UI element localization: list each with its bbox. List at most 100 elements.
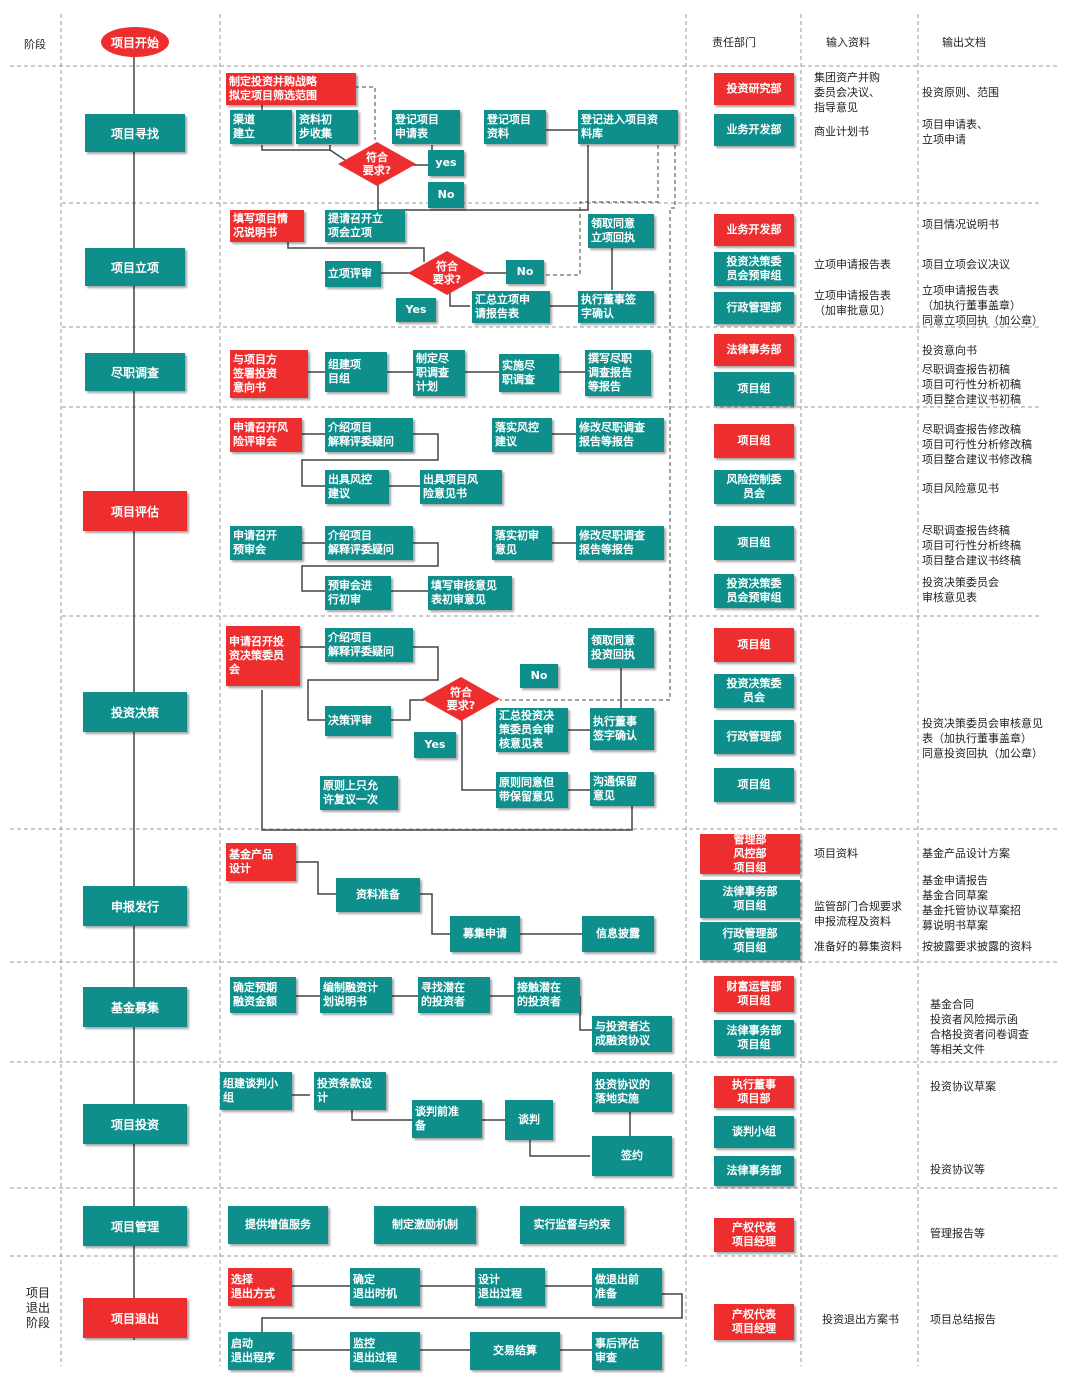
stage-exit: 项目退出 (83, 1298, 187, 1338)
flow-node: 登记进入项目资 料库 (578, 110, 678, 144)
flow-node: 登记项目 资料 (484, 110, 546, 144)
no-label: No (428, 182, 464, 208)
flow-node: 沟通保留 意见 (590, 772, 654, 806)
flow-node: 选择 退出方式 (228, 1268, 292, 1306)
flow-node: 与项目方 签署投资 意向书 (230, 350, 308, 398)
dept-box: 管理部 风控部 项目组 (700, 833, 800, 874)
flow-node: 撰写尽职 调查报告 等报告 (585, 350, 651, 396)
flow-node: 制定激励机制 (374, 1206, 476, 1244)
dept-box: 产权代表 项目经理 (714, 1304, 794, 1340)
flow-node: 介绍项目 解释评委疑问 (325, 628, 413, 662)
decision-node: 符合 要求? (338, 142, 416, 186)
flow-node: 落实初审 意见 (492, 526, 552, 560)
output-text: 投资意向书 (922, 344, 977, 357)
no-label: No (506, 260, 544, 284)
exit-stage-label: 项目 退出 阶段 (26, 1286, 51, 1330)
dept-box: 行政管理部 (714, 292, 794, 324)
flow-node: 启动 退出程序 (228, 1332, 292, 1370)
input-text: 集团资产并购 委员会决议、 指导意见 (814, 71, 880, 114)
flow-node: 签约 (592, 1136, 672, 1176)
dept-box: 法律事务部 项目组 (714, 1020, 794, 1056)
input-text: 商业计划书 (814, 125, 869, 138)
dept-box: 法律事务部 (714, 1156, 794, 1186)
flow-node: 实施尽 职调查 (499, 354, 559, 392)
output-text: 基金申请报告 基金合同草案 基金托管协议草案招 募说明书草案 (922, 874, 1021, 932)
flow-node: 填写项目情 况说明书 (230, 210, 304, 242)
output-text: 项目情况说明书 (922, 218, 999, 231)
flow-node: 申请召开风 险评审会 (230, 418, 302, 452)
dept-box: 法律事务部 项目组 (700, 880, 800, 918)
yes-label: yes (428, 150, 464, 176)
stage-due-diligence: 尽职调查 (85, 353, 185, 391)
flow-node: 提供增值服务 (228, 1206, 328, 1244)
input-text: 投资退出方案书 (822, 1313, 899, 1326)
dept-box: 项目组 (714, 372, 794, 406)
flow-node: 领取同意 投资回执 (588, 628, 654, 668)
stage-decision: 投资决策 (83, 692, 187, 732)
flow-node: 确定预期 融资金额 (230, 977, 296, 1013)
dept-box: 产权代表 项目经理 (714, 1218, 794, 1252)
output-text: 基金产品设计方案 (922, 847, 1010, 860)
stage-management: 项目管理 (83, 1206, 187, 1246)
output-text: 投资决策委员会 审核意见表 (922, 576, 999, 604)
stage-approval: 项目立项 (85, 248, 185, 286)
decision-node: 符合 要求? (408, 251, 486, 295)
flow-node: 申请召开投 资决策委员 会 (226, 626, 300, 686)
stage-evaluation: 项目评估 (83, 491, 187, 531)
flow-node: 执行董事 签字确认 (590, 708, 654, 750)
flow-node: 组建谈判小 组 (220, 1072, 292, 1110)
output-text: 基金合同 投资者风险揭示函 合格投资者问卷调查 等相关文件 (930, 998, 1029, 1056)
flow-node: 投资条款设 计 (314, 1072, 386, 1110)
dept-box: 投资研究部 (714, 73, 794, 105)
flow-node: 资料初 步收集 (296, 110, 358, 144)
output-text: 尽职调查报告终稿 项目可行性分析终稿 项目整合建议书终稿 (922, 524, 1021, 567)
input-text: 立项申请报告表 （加审批意见） (814, 289, 891, 317)
flow-node: 基金产品 设计 (226, 843, 296, 881)
flow-node: 执行董事签 字确认 (578, 291, 654, 323)
output-text: 投资协议草案 (930, 1080, 996, 1093)
flow-node: 填写审核意见 表初审意见 (428, 576, 512, 610)
flow-node: 信息披露 (582, 916, 654, 952)
stage-issuance: 申报发行 (83, 886, 187, 926)
no-label: No (520, 664, 558, 688)
dept-box: 风险控制委 员会 (714, 470, 794, 504)
flow-node: 组建项 目组 (325, 352, 387, 392)
flow-node: 确定 退出时机 (350, 1268, 420, 1306)
dept-box: 项目组 (714, 768, 794, 802)
dept-box: 谈判小组 (714, 1116, 794, 1148)
flow-node: 制定尽 职调查 计划 (413, 350, 465, 396)
input-text: 监管部门合规要求 申报流程及资料 (814, 900, 902, 928)
header-output: 输出文档 (942, 36, 986, 49)
output-text: 尽职调查报告修改稿 项目可行性分析修改稿 项目整合建议书修改稿 (922, 423, 1032, 466)
flow-node: 申请召开 预审会 (230, 526, 302, 560)
stage-search: 项目寻找 (85, 114, 185, 152)
flow-node: 原则同意但 带保留意见 (496, 772, 568, 808)
output-text: 项目立项会议决议 (922, 258, 1010, 271)
flow-node: 事后评估 审查 (592, 1332, 662, 1370)
stage-investment: 项目投资 (83, 1104, 187, 1144)
flow-node: 实行监督与约束 (520, 1206, 624, 1244)
dept-box: 业务开发部 (714, 214, 794, 246)
flow-node: 与投资者达 成融资协议 (592, 1016, 672, 1052)
flow-node: 介绍项目 解释评委疑问 (325, 526, 413, 560)
dept-box: 业务开发部 (714, 114, 794, 146)
input-text: 准备好的募集资料 (814, 940, 902, 953)
output-text: 投资原则、范围 (922, 86, 999, 99)
dept-box: 投资决策委 员会预审组 (714, 574, 794, 608)
flow-node: 投资协议的 落地实施 (592, 1072, 672, 1112)
start-node: 项目开始 (101, 27, 169, 57)
flow-node: 原则上只允 许复议一次 (320, 776, 398, 810)
flow-node: 编制融资计 划说明书 (320, 977, 392, 1013)
header-stage: 阶段 (24, 38, 46, 51)
input-text: 项目资料 (814, 847, 858, 860)
dept-box: 投资决策委 员会预审组 (714, 252, 794, 286)
flow-node: 谈判 (505, 1100, 553, 1140)
dept-box: 项目组 (714, 628, 794, 662)
flow-node: 落实风控 建议 (492, 418, 552, 452)
dept-box: 财富运营部 项目组 (714, 976, 794, 1012)
flow-node: 资料准备 (336, 878, 420, 912)
yes-label: Yes (414, 732, 456, 758)
header-dept: 责任部门 (712, 36, 756, 49)
flow-node: 提请召开立 项会立项 (325, 210, 405, 242)
output-text: 立项申请报告表 （加执行董事盖章） 同意立项回执（加公章） (922, 284, 1043, 327)
